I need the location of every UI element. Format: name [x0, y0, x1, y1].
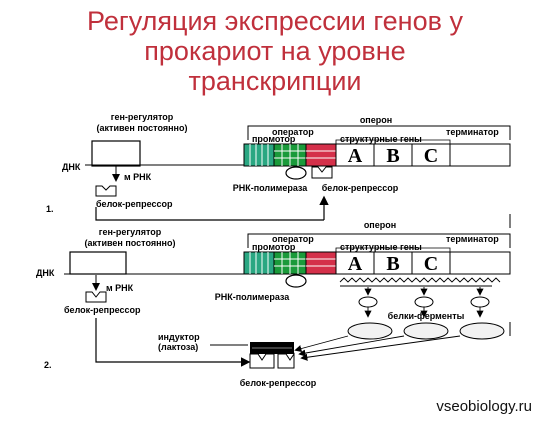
promoter-segment-2: [243, 251, 275, 275]
promoter-label-2: промотор: [252, 242, 296, 252]
lactose-label: (лактоза): [158, 342, 198, 352]
repressor-path-2: [95, 318, 251, 367]
bound-repressor-label: белок-репрессор: [322, 183, 399, 193]
title-line-3: транскрипции: [188, 66, 362, 96]
inducer-repressor-complex: [249, 342, 295, 369]
step-1-label: 1.: [46, 204, 54, 214]
operator-label-2: оператор: [272, 234, 314, 244]
title-line-1: Регуляция экспрессии генов у: [87, 6, 463, 36]
repressor-label-3: белок-репрессор: [240, 378, 317, 388]
page-title: Регуляция экспрессии генов у прокариот н…: [0, 6, 550, 96]
enzyme-b: [403, 322, 449, 340]
terminator-box-2: [449, 251, 511, 275]
mrna-label-2: м РНК: [106, 283, 134, 293]
rna-polymerase-label-2: РНК-полимераза: [215, 292, 291, 302]
repressor-site-segment-1: [305, 143, 337, 167]
structural-genes-label-1: структурные гены: [340, 134, 422, 144]
ribosome-b: [414, 296, 434, 308]
ribosome-a: [358, 296, 378, 308]
structural-genes-label-2: структурные гены: [340, 242, 422, 252]
terminator-box-1: [449, 143, 511, 167]
watermark: vseobiology.ru: [436, 398, 532, 415]
gene-c-label-2: C: [424, 253, 438, 275]
gene-c-label-1: C: [424, 145, 438, 167]
panel-1: ген-регулятор (активен постоянно) ДНК м …: [46, 112, 511, 228]
operon-bracket-2: [247, 233, 511, 248]
promoter-segment-1: [243, 143, 275, 167]
repressor-site-segment-2: [305, 251, 337, 275]
bound-repressor-shape: [311, 166, 333, 179]
terminator-label-2: терминатор: [446, 234, 499, 244]
always-active-label-1: (активен постоянно): [97, 123, 188, 133]
enzymes-label: белки-ферменты: [388, 311, 465, 321]
dna-label-2: ДНК: [36, 268, 55, 278]
panel-2: ген-регулятор (активен постоянно) ДНК м …: [36, 220, 511, 388]
operator-label-1: оператор: [272, 127, 314, 137]
gene-regulator-label-2: ген-регулятор: [99, 227, 162, 237]
operon-bracket-1: [247, 125, 511, 140]
ribosome-c: [470, 296, 490, 308]
gene-b-label-2: B: [386, 253, 399, 275]
repressor-label-1: белок-репрессор: [96, 199, 173, 209]
gene-b-label-1: B: [386, 145, 399, 167]
always-active-label-2: (активен постоянно): [85, 238, 176, 248]
structural-bracket-2: [335, 247, 451, 252]
title-line-2: прокариот на уровне: [144, 36, 406, 66]
repressor-label-2: белок-репрессор: [64, 305, 141, 315]
repressor-path-1: [95, 207, 324, 221]
rna-polymerase-shape-1: [285, 166, 307, 180]
gene-regulator-box-2: [69, 251, 127, 275]
operon-label-2: оперон: [364, 220, 396, 230]
gene-regulator-box-1: [91, 140, 141, 167]
gene-a-label-1: A: [348, 145, 363, 167]
promoter-label-1: промотор: [252, 134, 296, 144]
step-2-label: 2.: [44, 360, 52, 370]
operon-label-1: оперон: [360, 115, 392, 125]
enzyme-a: [347, 322, 393, 340]
repressor-shape-2: [85, 291, 107, 303]
inducer-label: индуктор: [158, 332, 200, 342]
mrna-label-1: м РНК: [124, 172, 152, 182]
gene-regulator-label-1: ген-регулятор: [111, 112, 174, 122]
rna-polymerase-label-1: РНК-полимераза: [233, 183, 309, 193]
gene-a-label-2: A: [348, 253, 363, 275]
transcript-wave: [339, 277, 501, 283]
dna-label-1: ДНК: [62, 162, 81, 172]
terminator-label-1: терминатор: [446, 127, 499, 137]
rna-polymerase-shape-2: [285, 274, 307, 288]
enzyme-c: [459, 322, 505, 340]
repressor-shape-1: [95, 185, 117, 197]
structural-bracket-1: [335, 139, 451, 144]
